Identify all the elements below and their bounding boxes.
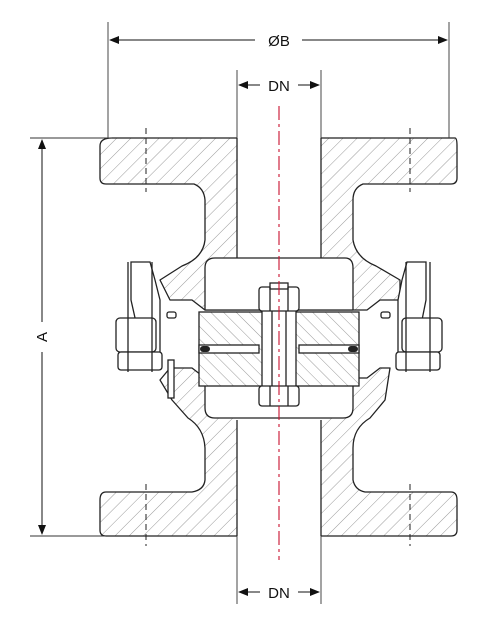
- dimension-label-ob: ØB: [268, 33, 290, 50]
- dimension-dn-bottom: DN: [238, 585, 320, 602]
- extension-lines: [30, 22, 450, 604]
- dimension-label-dn-bottom: DN: [268, 585, 290, 602]
- dimension-dn-top: DN: [238, 78, 320, 95]
- right-clamp: [395, 261, 443, 372]
- dimension-diameter-b: ØB: [109, 33, 448, 50]
- dimension-label-a: A: [34, 332, 51, 342]
- dimension-height-a: A: [34, 139, 51, 535]
- flange-bolt-holes: [145, 128, 411, 546]
- left-clamp: [115, 261, 175, 399]
- dimension-label-dn-top: DN: [268, 78, 290, 95]
